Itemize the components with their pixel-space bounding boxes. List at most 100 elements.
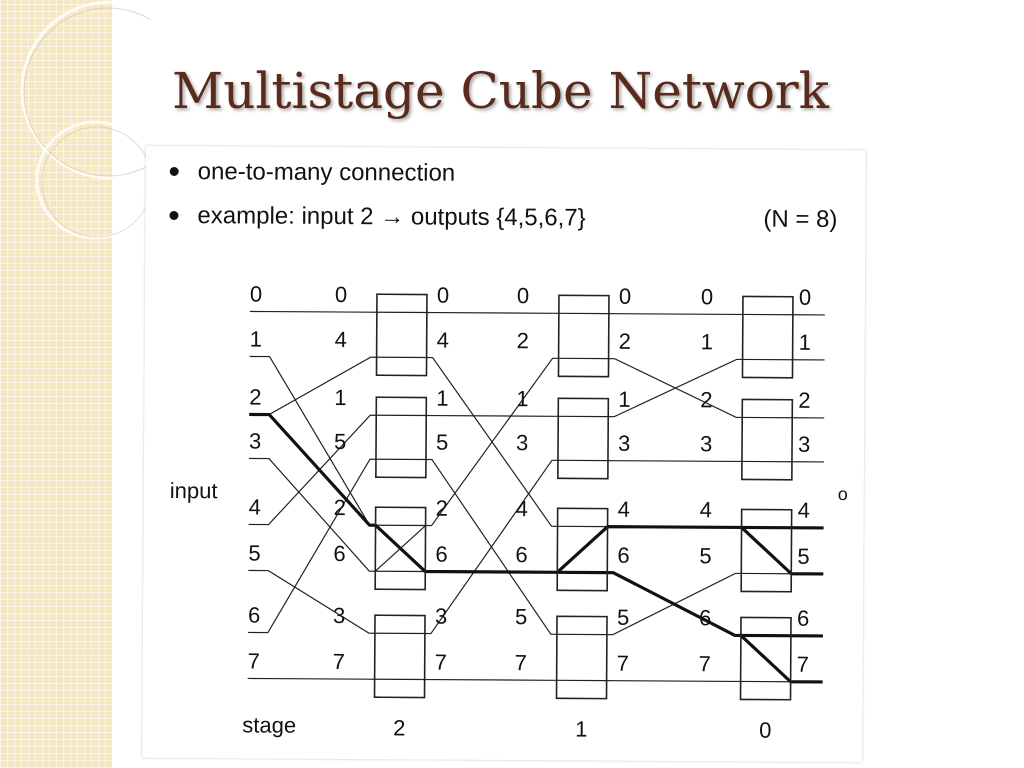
- box-output-label: 5: [617, 605, 629, 630]
- network-wire: [426, 311, 559, 314]
- box-output-label: 6: [617, 543, 629, 568]
- network-wire: [248, 414, 377, 526]
- box-output-label: 2: [436, 496, 448, 521]
- box-input-label: 1: [701, 329, 713, 354]
- box-input-label: 2: [517, 328, 529, 353]
- switch-box: [741, 295, 794, 379]
- box-output-label: 6: [797, 606, 809, 631]
- box-output-label: 2: [619, 329, 631, 354]
- switch-box: [557, 294, 610, 378]
- box-output-label: 0: [437, 283, 449, 308]
- highlight-path: [740, 526, 824, 576]
- box-output-label: 4: [618, 497, 630, 522]
- box-input-label: 7: [699, 651, 711, 676]
- box-input-label: 7: [515, 650, 527, 675]
- input-number-label: 5: [248, 540, 260, 565]
- box-output-label: 3: [798, 432, 810, 457]
- box-input-label: 6: [515, 542, 527, 567]
- box-output-label: 5: [797, 544, 809, 569]
- network-wire: [249, 355, 376, 526]
- stage-label: stage: [242, 712, 296, 737]
- network-wire: [424, 459, 558, 635]
- decorative-circles: [20, 0, 150, 240]
- box-output-label: 4: [437, 328, 449, 353]
- input-number-label: 6: [248, 602, 260, 627]
- input-number-label: 3: [249, 428, 261, 453]
- box-input-label: 2: [700, 387, 712, 412]
- box-output-label: 4: [798, 498, 810, 523]
- highlight-path: [249, 412, 558, 574]
- network-wire: [248, 457, 376, 572]
- box-output-label: 7: [797, 652, 809, 677]
- box-output-label: 6: [435, 542, 447, 567]
- slide-title: Multistage Cube Network: [172, 62, 830, 120]
- network-wire: [425, 357, 559, 527]
- input-label: input: [170, 478, 218, 503]
- box-input-label: 3: [700, 431, 712, 456]
- stage-number: 0: [759, 718, 771, 743]
- box-output-label: 1: [436, 386, 448, 411]
- network-wire: [248, 569, 375, 634]
- box-input-label: 1: [516, 386, 528, 411]
- network-wire: [607, 460, 742, 463]
- box-input-label: 5: [699, 543, 711, 568]
- input-number-label: 4: [249, 494, 261, 519]
- edge-label: o: [838, 484, 848, 504]
- box-input-label: 6: [699, 605, 711, 630]
- box-input-label: 3: [333, 603, 345, 628]
- network-wire: [608, 358, 743, 418]
- box-output-label: 2: [798, 388, 810, 413]
- box-output-label: 1: [618, 387, 630, 412]
- highlight-path: [740, 633, 823, 638]
- network-wire: [426, 414, 559, 417]
- switch-box: [556, 507, 609, 592]
- switch-box: [739, 616, 792, 701]
- switch-box: [740, 508, 793, 593]
- network-wire: [606, 680, 741, 683]
- box-input-label: 4: [335, 327, 347, 352]
- highlight-path: [741, 525, 824, 530]
- network-wire: [249, 310, 377, 313]
- box-output-label: 7: [435, 650, 447, 675]
- box-input-label: 5: [334, 429, 346, 454]
- switch-box: [373, 614, 426, 699]
- highlight-path: [556, 525, 742, 574]
- switch-box: [375, 396, 428, 479]
- box-input-label: 2: [334, 495, 346, 520]
- network-wire: [249, 356, 377, 416]
- box-input-label: 3: [516, 430, 528, 455]
- highlight-path: [557, 570, 741, 638]
- network-wire: [608, 313, 743, 316]
- switch-cross-line: [374, 525, 426, 572]
- network-wire: [247, 458, 376, 634]
- box-output-label: 1: [799, 330, 811, 355]
- box-output-label: 3: [435, 604, 447, 629]
- box-input-label: 0: [701, 284, 713, 309]
- box-input-label: 6: [333, 541, 345, 566]
- box-input-label: 4: [516, 496, 528, 521]
- box-output-label: 3: [618, 431, 630, 456]
- box-input-label: 4: [700, 497, 712, 522]
- box-output-label: 7: [617, 651, 629, 676]
- switch-box: [555, 615, 608, 700]
- highlight-path: [739, 634, 823, 684]
- input-number-label: 7: [248, 648, 260, 673]
- network-wire: [424, 678, 557, 681]
- input-number-label: 2: [249, 384, 261, 409]
- cube-network-diagram: 0 1 2 3 4 5 6 7 0 0 4 4 1 1 5 5 2 2 6 6 3 3 7 7 2 0 0 2 2 1 1 3 3 4 4 6 6 5 5 7…: [170, 281, 848, 743]
- box-input-label: 5: [515, 604, 527, 629]
- input-number-label: 1: [250, 326, 262, 351]
- switch-box: [557, 397, 610, 480]
- network-wire: [247, 677, 375, 680]
- box-output-label: 0: [799, 285, 811, 310]
- box-input-label: 1: [334, 385, 346, 410]
- box-input-label: 0: [517, 283, 529, 308]
- decorative-side-band: [0, 0, 112, 768]
- figure-panel: one-to-many connection example: input 2 …: [142, 145, 866, 763]
- stage-number: 1: [575, 716, 587, 741]
- stage-number: 2: [393, 715, 405, 740]
- input-number-label: 0: [250, 281, 262, 306]
- box-input-label: 0: [335, 282, 347, 307]
- box-output-label: 0: [619, 284, 631, 309]
- switch-box: [374, 506, 427, 591]
